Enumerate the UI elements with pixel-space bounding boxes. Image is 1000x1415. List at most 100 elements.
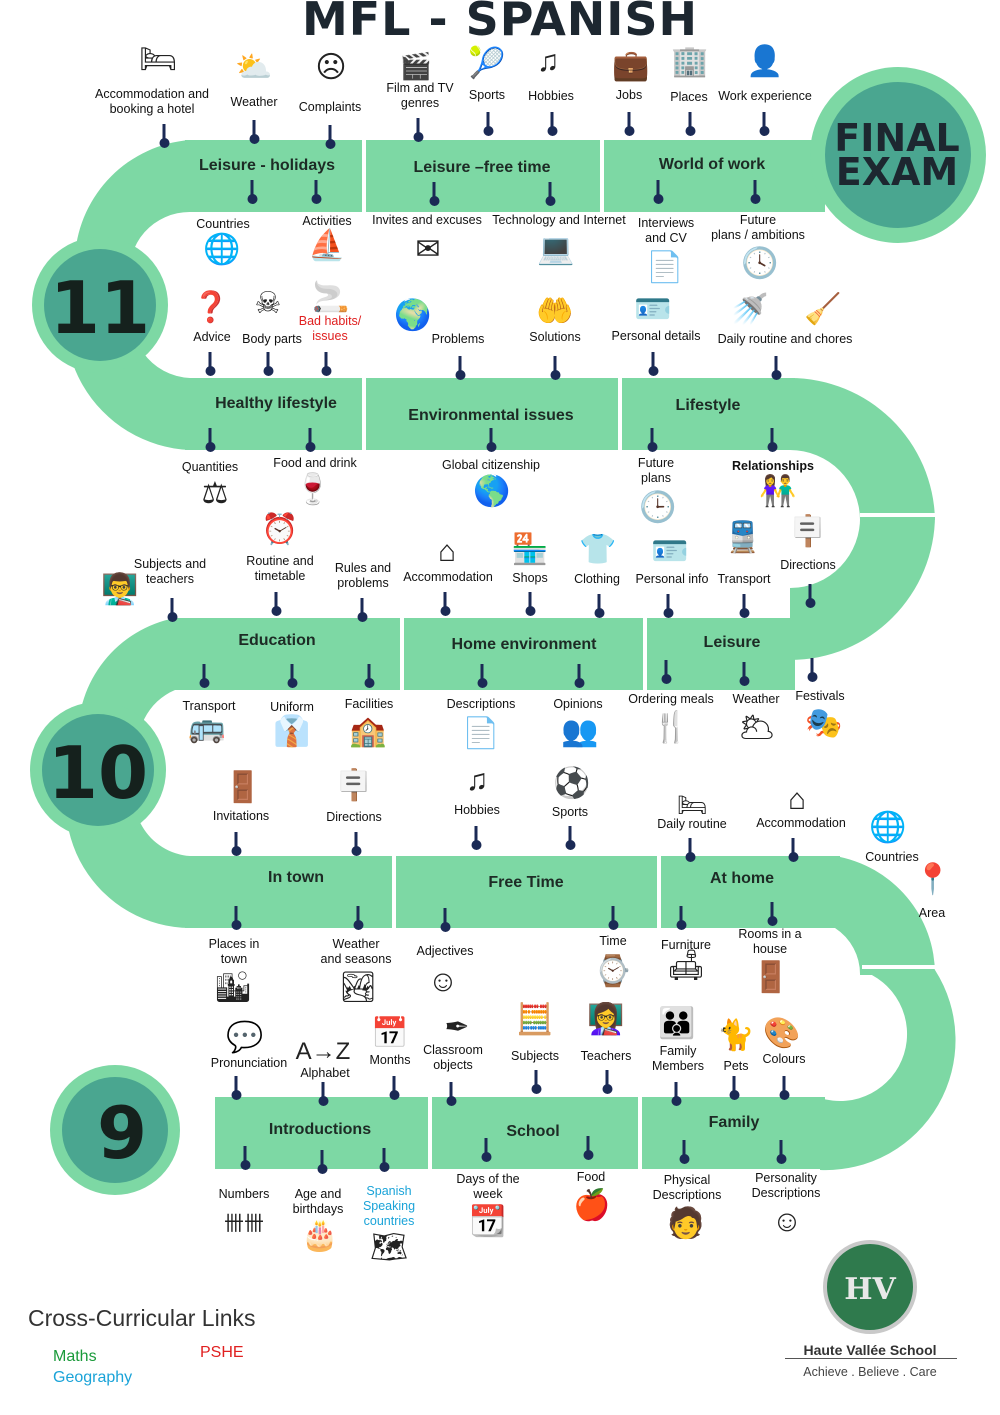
personality-faces-icon: ☺ bbox=[771, 1205, 803, 1238]
pin bbox=[750, 180, 760, 204]
pin bbox=[477, 664, 487, 688]
topic-hobbies-10: Hobbies bbox=[454, 803, 500, 817]
tennis-icon: 🎾 bbox=[468, 47, 506, 80]
angry-face-icon: ☹ bbox=[315, 51, 347, 84]
topic-daily-routine-chores: Daily routine and chores bbox=[717, 332, 853, 346]
topic-routine-timetable: Routine and timetable bbox=[246, 554, 314, 583]
pin bbox=[240, 1146, 250, 1170]
earth-person-icon: 🌍 bbox=[394, 299, 432, 332]
pen-icon: ✒ bbox=[444, 1011, 470, 1044]
calendar-grid-icon: 📆 bbox=[469, 1205, 507, 1238]
section-leisure-holidays: Leisure - holidays bbox=[198, 157, 336, 174]
calculator-icon: 🧮 bbox=[516, 1003, 554, 1036]
pin bbox=[311, 180, 321, 204]
speech-bubble-icon: 💬 bbox=[226, 1021, 264, 1054]
pin bbox=[263, 352, 273, 376]
teacher-board-icon: 👨‍🏫 bbox=[101, 573, 139, 606]
topic-future-plans: Future plans bbox=[637, 456, 675, 485]
topic-clothing: Clothing bbox=[574, 572, 620, 586]
legend-geography: Geography bbox=[53, 1369, 133, 1386]
pin bbox=[685, 112, 695, 136]
opinions-icon: 👥 bbox=[561, 715, 599, 748]
pin bbox=[776, 1140, 786, 1164]
topic-quantities: Quantities bbox=[181, 460, 239, 474]
topic-global-citizenship: Global citizenship bbox=[442, 458, 540, 472]
pin bbox=[648, 352, 658, 376]
landscape-icon: 🏞 bbox=[338, 971, 378, 1004]
pin bbox=[159, 124, 169, 148]
topic-places: Places bbox=[670, 90, 708, 104]
school-logo bbox=[823, 1240, 917, 1334]
pin bbox=[486, 428, 496, 452]
pin bbox=[767, 428, 777, 452]
topic-invitations: Invitations bbox=[212, 809, 270, 823]
topic-countries-11: Countries bbox=[196, 217, 250, 231]
pin bbox=[565, 826, 575, 850]
topic-rooms: Rooms in a house bbox=[738, 927, 802, 956]
measuring-icon: ⚖ bbox=[201, 477, 229, 510]
personal-card-icon: 🪪 bbox=[651, 535, 689, 568]
pin bbox=[771, 356, 781, 380]
future-clock-icon: 🕒 bbox=[639, 491, 677, 524]
pin bbox=[767, 902, 777, 926]
topic-personal-details: Personal details bbox=[611, 329, 701, 343]
section-family: Family bbox=[708, 1114, 760, 1131]
festival-icon: 🎭 bbox=[805, 707, 843, 740]
topic-countries-9: Countries bbox=[865, 850, 919, 864]
pin bbox=[389, 1076, 399, 1100]
pin bbox=[249, 120, 259, 144]
faces-icon: ☺ bbox=[427, 965, 459, 998]
pin bbox=[440, 592, 450, 616]
hobbies-icon: ♫ bbox=[536, 45, 560, 78]
pin bbox=[205, 352, 215, 376]
logo-divider bbox=[785, 1358, 957, 1359]
weather-icon: ⛅ bbox=[235, 51, 273, 84]
topic-festivals: Festivals bbox=[795, 689, 845, 703]
topic-bad-habits: Bad habits/ issues bbox=[298, 314, 362, 343]
section-leisure-free-time: Leisure –free time bbox=[413, 159, 551, 176]
topic-daily-routine: Daily routine bbox=[657, 817, 727, 831]
person-face-icon: 🧑 bbox=[667, 1207, 705, 1240]
topic-interviews: Interviews and CV bbox=[637, 216, 695, 245]
pin bbox=[685, 838, 695, 862]
worker-icon: 👤 bbox=[746, 45, 784, 78]
topic-jobs: Jobs bbox=[615, 88, 643, 102]
tally-icon: 卌卌 bbox=[224, 1213, 264, 1235]
pin bbox=[676, 906, 686, 930]
topic-ordering-meals: Ordering meals bbox=[628, 692, 714, 706]
topic-classroom-objects: Classroom objects bbox=[423, 1043, 483, 1072]
pin bbox=[287, 664, 297, 688]
classroom-icon: 🏫 bbox=[349, 715, 387, 748]
pin bbox=[271, 592, 281, 616]
logo-initials: HV bbox=[844, 1272, 896, 1307]
topic-technology: Technology and Internet bbox=[492, 213, 626, 227]
skeleton-icon: ☠ bbox=[254, 287, 282, 320]
topic-directions-town: Directions bbox=[326, 810, 382, 824]
smoking-icon: 🚬 bbox=[312, 281, 350, 314]
pin bbox=[481, 1138, 491, 1162]
teacher-icon: 👩‍🏫 bbox=[587, 1003, 625, 1036]
topic-alphabet: Alphabet bbox=[300, 1066, 350, 1080]
pin bbox=[317, 1150, 327, 1174]
topic-accommodation-hotel: Accommodation and booking a hotel bbox=[95, 87, 209, 116]
topic-invites: Invites and excuses bbox=[372, 213, 482, 227]
year-9-label: 9 bbox=[96, 1091, 148, 1175]
cinema-icon: 🎬 bbox=[399, 51, 433, 81]
section-in-town: In town bbox=[268, 869, 324, 886]
pin bbox=[364, 664, 374, 688]
house-small-icon: ⌂ bbox=[787, 783, 807, 816]
invitation-icon: ✉ bbox=[415, 233, 441, 266]
pin bbox=[545, 182, 555, 206]
school-name: Haute Vallée School bbox=[803, 1342, 937, 1358]
topic-family-members: Family Members bbox=[651, 1044, 705, 1073]
school-motto: Achieve . Believe . Care bbox=[803, 1365, 937, 1379]
section-world-of-work: World of work bbox=[658, 156, 766, 173]
map-pin-icon: 📍 bbox=[914, 863, 952, 896]
topic-physical: Physical Descriptions bbox=[652, 1173, 722, 1202]
topic-film-tv: Film and TV genres bbox=[386, 81, 454, 110]
invitation-door-icon: 🚪 bbox=[224, 771, 262, 804]
pin bbox=[779, 1076, 789, 1100]
pin bbox=[483, 112, 493, 136]
pin bbox=[231, 1076, 241, 1100]
